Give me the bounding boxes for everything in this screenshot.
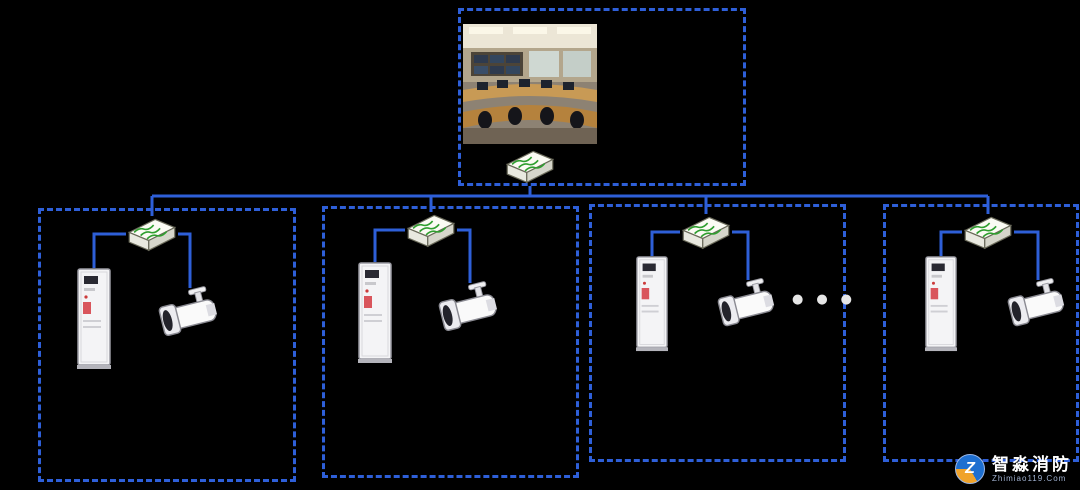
control-room-photo (463, 24, 597, 144)
monitoring-center-box (458, 8, 746, 186)
access-switch-icon (126, 214, 178, 254)
monitoring-cabinet-icon (356, 262, 394, 364)
access-switch-icon (962, 212, 1014, 252)
core-switch-icon (504, 146, 556, 186)
brand-logo: Z 智淼消防 Zhimiao119.Com (951, 452, 1076, 486)
brand-watermark: Zhimiao119.Com (992, 474, 1067, 484)
access-switch-icon (405, 210, 457, 250)
brand-name: 智淼消防 (992, 454, 1072, 474)
monitoring-cabinet-icon (634, 256, 670, 352)
access-switch-icon (680, 212, 732, 252)
monitoring-cabinet-icon (75, 268, 113, 370)
brand-badge-icon: Z (955, 454, 985, 484)
continuation-dots: ●●● (792, 292, 866, 307)
monitoring-cabinet-icon (923, 256, 959, 352)
